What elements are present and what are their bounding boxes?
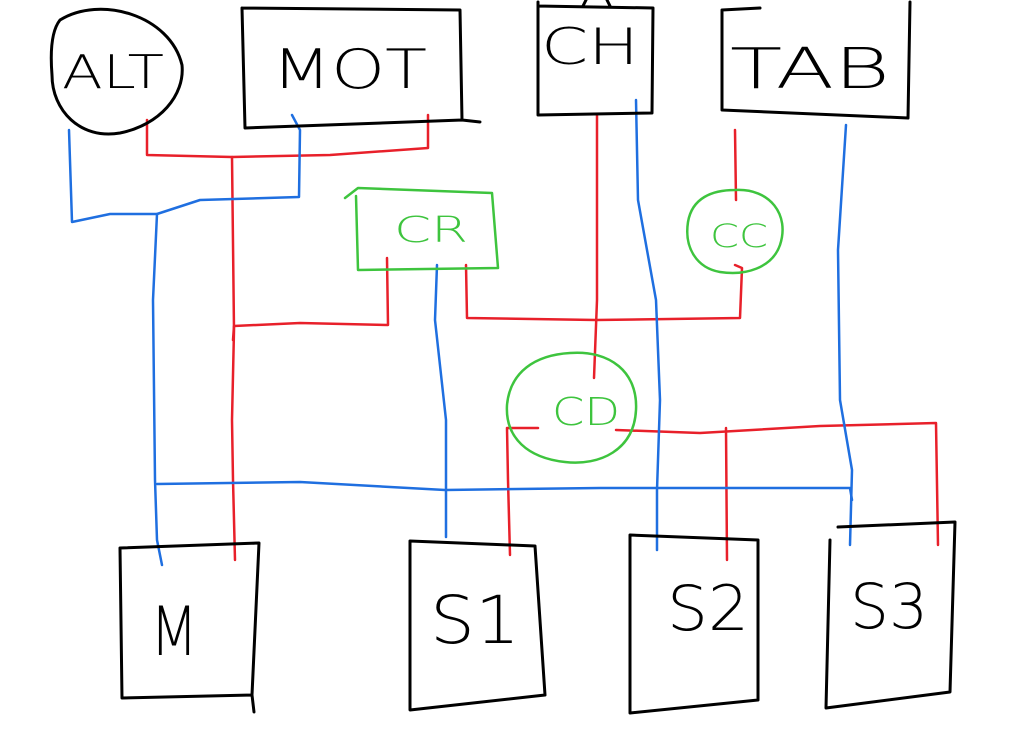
s2-block: S2 bbox=[628, 533, 760, 715]
s2-label: S2 bbox=[667, 572, 749, 645]
wire-red-cd-s3 bbox=[614, 421, 940, 547]
wire-blue-tab-s3 bbox=[836, 123, 854, 547]
red-wires bbox=[145, 113, 940, 562]
blue-wires bbox=[67, 98, 854, 567]
cc-circle bbox=[686, 188, 784, 275]
alt-label: ALT bbox=[62, 45, 164, 99]
cd-circle bbox=[505, 351, 638, 464]
wire-blue-left-trunk bbox=[151, 212, 164, 567]
cc-label: CC bbox=[710, 217, 768, 255]
wire-blue-cr-s1 bbox=[433, 263, 448, 539]
wire-red-alt-mot bbox=[145, 113, 430, 159]
s3-block: S3 bbox=[824, 520, 957, 710]
ch-label: CH bbox=[541, 18, 639, 76]
cd-label: CD bbox=[552, 390, 620, 434]
wire-red-cr-left bbox=[231, 256, 390, 342]
wire-red-tab-cc bbox=[733, 128, 738, 202]
m-label: M bbox=[150, 593, 198, 672]
wire-red-cd-s1 bbox=[505, 426, 540, 557]
wire-red-main-trunk bbox=[230, 155, 237, 562]
s2-box bbox=[628, 533, 760, 715]
wire-blue-alt-mot bbox=[67, 113, 302, 224]
m-block: M bbox=[118, 541, 261, 714]
wire-red-ch-cd bbox=[592, 113, 599, 380]
tab-box bbox=[720, 0, 912, 120]
cd-module: CD bbox=[505, 351, 638, 464]
wire-blue-bus bbox=[155, 480, 854, 502]
cr-module: CR bbox=[343, 186, 500, 272]
s1-block: S1 bbox=[408, 539, 547, 712]
s3-label: S3 bbox=[850, 570, 928, 643]
s1-label: S1 bbox=[430, 582, 520, 659]
alt-block: ALT bbox=[49, 7, 184, 136]
cr-label: CR bbox=[394, 210, 468, 251]
wire-red-cr-cc bbox=[464, 263, 744, 322]
mot-box bbox=[240, 6, 482, 130]
m-box bbox=[118, 541, 261, 714]
ch-block: CH bbox=[536, 0, 655, 117]
cr-box bbox=[343, 186, 500, 272]
s1-box bbox=[408, 539, 547, 712]
tab-block: TAB bbox=[720, 0, 912, 120]
s3-box bbox=[824, 520, 957, 710]
alt-circle bbox=[49, 7, 184, 136]
mot-block: MOT bbox=[240, 6, 482, 130]
cc-module: CC bbox=[686, 188, 784, 275]
ch-box bbox=[536, 0, 655, 117]
mot-label: MOT bbox=[272, 38, 427, 101]
wire-blue-ch-s2 bbox=[634, 98, 662, 552]
tab-label: TAB bbox=[730, 37, 890, 102]
